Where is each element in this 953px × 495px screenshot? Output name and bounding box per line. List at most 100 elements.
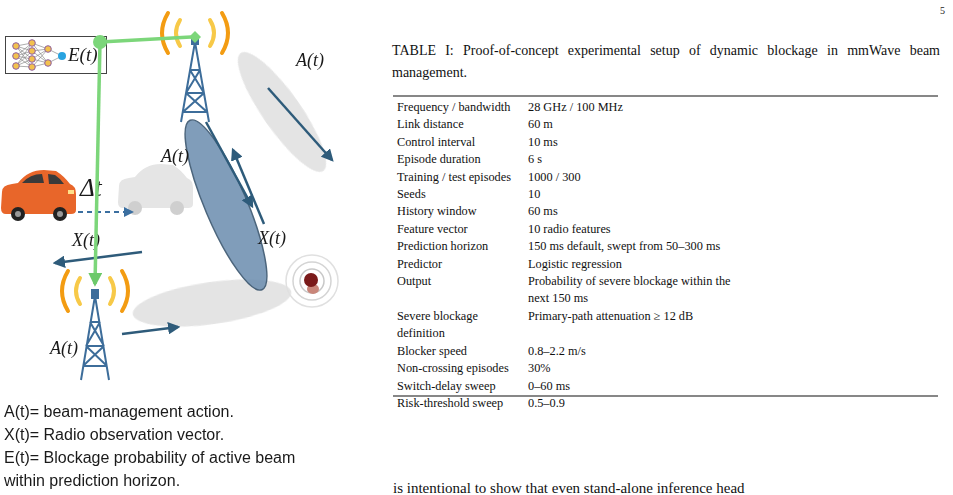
car <box>53 207 67 221</box>
table-cell: 0–60 ms <box>528 378 742 395</box>
table-cell: 10 ms <box>528 134 742 151</box>
table-cell: Episode duration <box>397 151 528 168</box>
car <box>48 174 64 184</box>
table-cell: 10 <box>528 186 742 203</box>
definition-note: E(t)= Blockage probability of active bea… <box>4 446 304 492</box>
pedestrian <box>286 255 338 307</box>
neural-net-icon <box>45 46 52 53</box>
base-station-tower <box>92 290 98 298</box>
table-cell: Blocker speed <box>397 343 528 360</box>
signal-label: A(t) <box>50 338 78 358</box>
table-cell: 60 m <box>528 116 742 133</box>
signal-label: A(t) <box>296 50 324 70</box>
table-cell: Control interval <box>397 134 528 151</box>
signal-arrow <box>55 88 332 334</box>
car <box>11 207 25 221</box>
neural-net-icon <box>29 40 36 47</box>
radio-waves <box>62 13 228 311</box>
radio-waves <box>76 278 80 304</box>
table-cell: 150 ms default, swept from 50–300 ms <box>528 238 742 255</box>
beam-lobe <box>225 42 339 182</box>
table-cell: Primary-path attenuation ≥ 12 dB <box>528 308 742 343</box>
signal-arrow <box>206 122 252 206</box>
neural-net-icon <box>13 40 52 71</box>
table-cell: History window <box>397 203 528 220</box>
signal-label: X(t) <box>72 230 100 250</box>
definition-note: X(t)= Radio observation vector. <box>4 423 304 446</box>
table-cell: Prediction horizon <box>397 238 528 255</box>
body-text: is intentional to show that even stand-a… <box>393 480 745 495</box>
table-cell: 30% <box>528 360 742 377</box>
beam-lobe <box>130 271 294 335</box>
radio-waves <box>110 278 114 304</box>
table-cell: 28 GHz / 100 MHz <box>528 99 742 116</box>
table-cell: Logistic regression <box>528 256 742 273</box>
signal-arrow <box>122 327 178 334</box>
node-text: E(t) <box>68 44 106 66</box>
pedestrian <box>293 262 331 300</box>
radio-waves <box>122 271 128 311</box>
neural-net-icon <box>13 40 66 71</box>
base-station-tower <box>181 42 209 122</box>
signal-arrow <box>268 88 332 160</box>
table-cell: 0.5–0.9 <box>528 395 742 412</box>
control-node <box>189 31 201 43</box>
neural-net-icon <box>13 43 20 50</box>
signal-arrow <box>55 252 142 263</box>
base-station-tower <box>192 36 198 44</box>
radio-waves <box>222 13 228 53</box>
car-ghost <box>170 201 184 215</box>
signal-label: A(t) <box>161 146 189 166</box>
control-link <box>100 37 191 42</box>
table-cell: Training / test episodes <box>397 169 528 186</box>
car-ghost <box>118 164 193 208</box>
table-cell: 0.8–2.2 m/s <box>528 343 742 360</box>
table-cell: 60 ms <box>528 203 742 220</box>
table-cell: Predictor <box>397 256 528 273</box>
table-cell: Output <box>397 273 528 308</box>
car-ghost <box>128 201 142 215</box>
base-station-tower <box>81 296 109 380</box>
car <box>1 170 76 214</box>
signal-arrow <box>233 150 264 224</box>
neural-net-icon <box>29 56 36 63</box>
neural-net-icon <box>13 53 20 60</box>
car-ghost <box>118 164 193 215</box>
neural-net-icon <box>13 63 20 70</box>
definition-list: A(t)= beam-management action.X(t)= Radio… <box>4 400 304 492</box>
car <box>1 170 76 221</box>
neural-net-icon <box>58 52 66 60</box>
neural-net-icon <box>45 60 52 67</box>
table-cell: Seeds <box>397 186 528 203</box>
car <box>22 174 44 183</box>
neural-net-icon <box>16 43 62 67</box>
page-number: 5 <box>940 5 945 16</box>
table-cell: Frequency / bandwidth <box>397 99 528 116</box>
table-cell: Non-crossing episodes <box>397 360 528 377</box>
table-cell: Feature vector <box>397 221 528 238</box>
signal-label: X(t) <box>258 228 286 248</box>
definition-note: A(t)= beam-management action. <box>4 400 304 423</box>
neural-net-icon <box>29 64 36 71</box>
model-box: E(t) <box>5 36 107 74</box>
pedestrian <box>286 255 338 307</box>
car <box>15 211 21 217</box>
pedestrian <box>304 273 318 287</box>
table-cell: Probability of severe blockage within th… <box>528 273 742 308</box>
radio-waves <box>210 20 214 46</box>
table-cell: Link distance <box>397 116 528 133</box>
table-cell: 6 s <box>528 151 742 168</box>
neural-net-icon <box>16 43 62 67</box>
motion-arrow <box>78 211 132 213</box>
table-cell: 1000 / 300 <box>528 169 742 186</box>
radio-waves <box>176 20 180 46</box>
time-shift-label: Δt <box>80 174 102 202</box>
table-caption: TABLE I: Proof-of-concept experimental s… <box>392 40 940 84</box>
radio-waves <box>162 13 168 53</box>
table-rule <box>393 96 938 396</box>
base-station-tower <box>81 36 209 380</box>
pedestrian <box>300 269 324 293</box>
control-link <box>95 37 191 284</box>
car <box>57 211 63 217</box>
setup-table: Frequency / bandwidth28 GHz / 100 MHzLin… <box>397 99 742 412</box>
